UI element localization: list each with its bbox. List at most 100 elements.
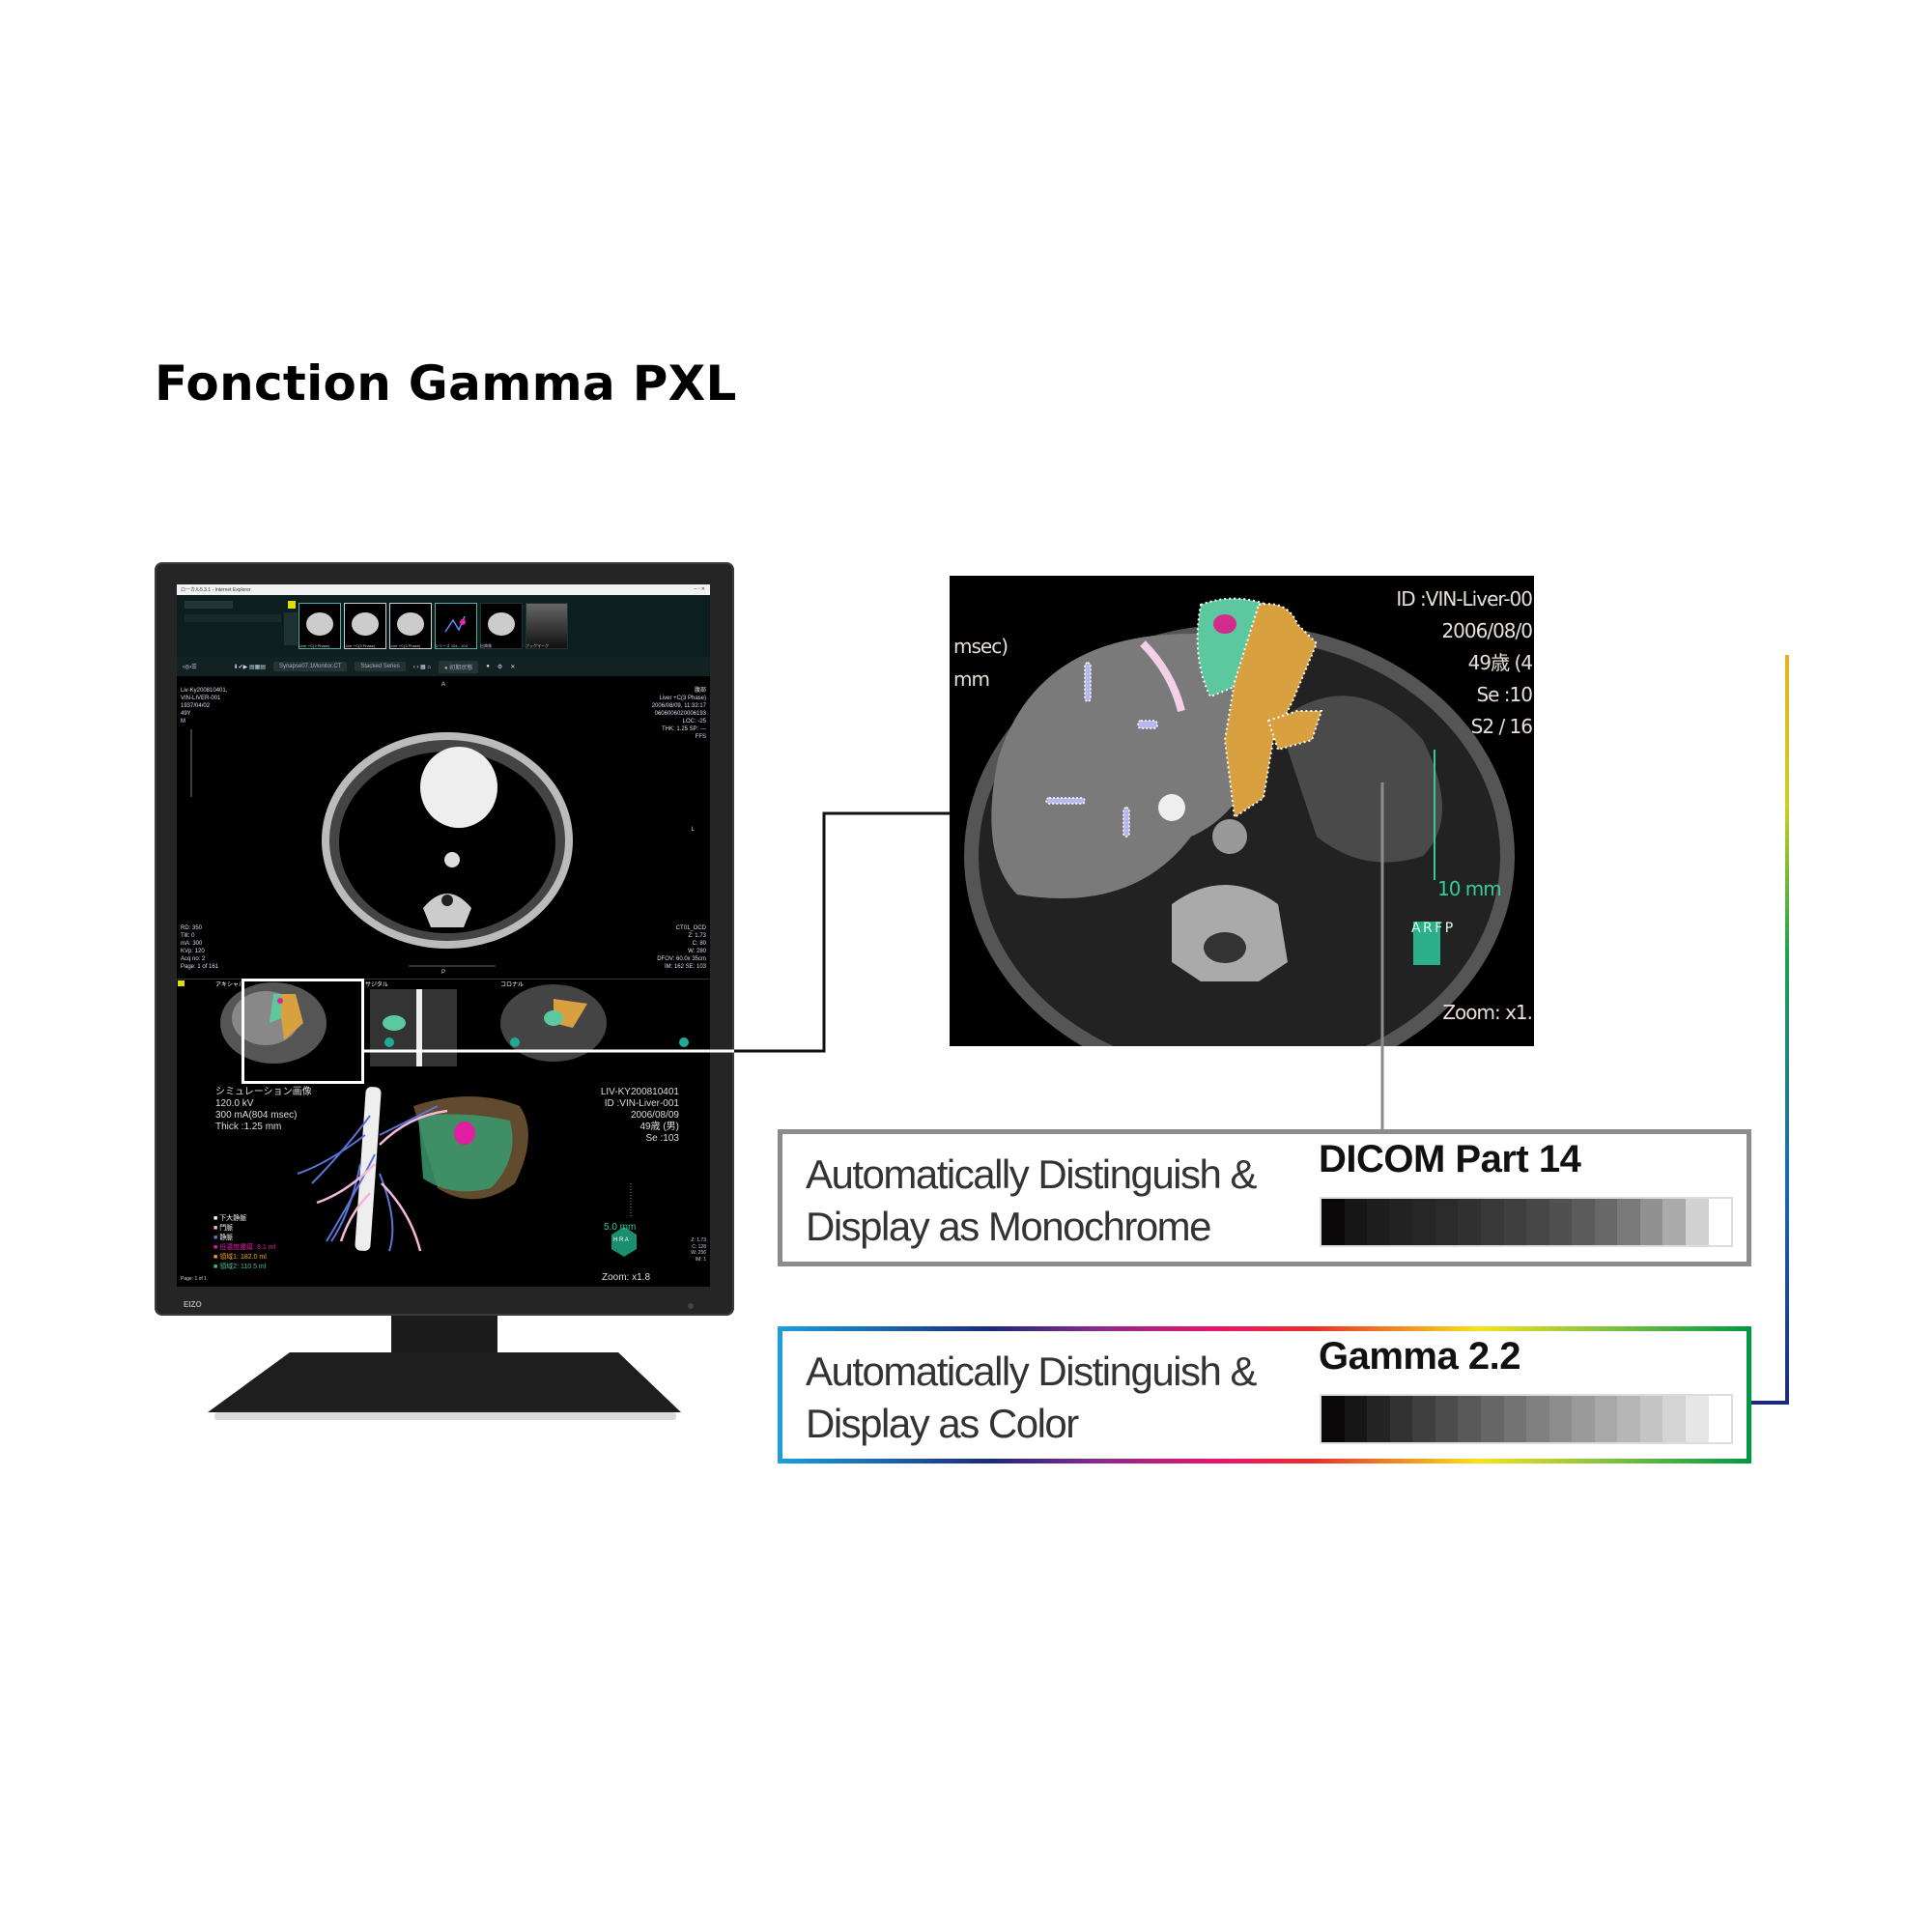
ramp-step [1639, 1396, 1663, 1442]
legend-item: ■ 低濃度腫瘍: 8.1 ml [213, 1243, 275, 1253]
legend-item: ■ 門脈 [213, 1224, 275, 1234]
main-ct-image [190, 729, 573, 967]
viewport-label-sagittal[interactable]: サジタル [365, 982, 388, 988]
thumbnail-label: Liver +C(3 Phase) [298, 643, 330, 648]
ramp-step [1662, 1199, 1686, 1245]
ramp-step [1389, 1199, 1413, 1245]
ramp-step [1435, 1396, 1459, 1442]
mpr-images [220, 982, 689, 1066]
ramp-step [1503, 1396, 1527, 1442]
ramp-step [1344, 1396, 1368, 1442]
legend-label: 低濃度腫瘍: 8.1 ml [219, 1244, 276, 1251]
color-info-box: Automatically Distinguish & Display as C… [778, 1326, 1751, 1463]
ramp-step [1572, 1396, 1595, 1442]
orientation-bottom: P [441, 970, 446, 976]
filter-row[interactable] [185, 614, 281, 622]
brand-logo: EIZO [184, 1300, 202, 1309]
ramp-step [1503, 1199, 1527, 1245]
ramp-step [1594, 1199, 1618, 1245]
scale-label: 5.0 mm [604, 1222, 637, 1233]
ramp-step [1686, 1396, 1709, 1442]
filter-select[interactable] [185, 601, 233, 609]
zoomed-scale-label: 10 mm [1437, 877, 1502, 900]
ramp-step [1708, 1199, 1732, 1245]
viewport-label-axial[interactable]: アキシャル [215, 982, 245, 988]
legend-item: ■ 領域1: 182.0 ml [213, 1253, 275, 1263]
legend-swatch: ■ [213, 1254, 220, 1261]
zoomed-orientation-cube: A R F P [1411, 921, 1453, 936]
thumbnail-label: ブックマーク [526, 643, 549, 648]
legend-item: ■ 下大静脈 [213, 1214, 275, 1224]
legend-item: ■ 静脈 [213, 1234, 275, 1243]
ramp-step [1367, 1396, 1390, 1442]
ramp-step [1617, 1396, 1640, 1442]
viewer-toolbar: ‹◎›☰ ⬇✔▶ ▤▦▤ Synapse07.1Monitor.CT Stack… [177, 657, 710, 676]
zoomed-ct-left-info: msec)mm [953, 635, 1009, 691]
ramp-step [1389, 1396, 1413, 1442]
layout-select[interactable]: Synapse07.1Monitor.CT [272, 662, 348, 671]
legend-item: ■ 領域2: 110.5 ml [213, 1263, 275, 1272]
thumbnail-images [306, 612, 515, 636]
grayscale-ramp-gamma [1320, 1394, 1733, 1444]
gear-icon[interactable]: ⚙ [497, 664, 503, 670]
box-line-2: Display as Monochrome [806, 1204, 1212, 1249]
ramp-step [1548, 1199, 1573, 1245]
ramp-step [1412, 1396, 1435, 1442]
page-title: Fonction Gamma PXL [155, 355, 737, 412]
ramp-step [1321, 1396, 1345, 1442]
ramp-step [1344, 1199, 1368, 1245]
legend-swatch: ■ [213, 1235, 220, 1241]
legend-label: 静脈 [219, 1235, 234, 1241]
box-line-1: Automatically Distinguish & [806, 1349, 1258, 1394]
ramp-step [1686, 1199, 1709, 1245]
ramp-step [1367, 1199, 1390, 1245]
box-line-2: Display as Color [806, 1401, 1079, 1446]
viewport-label-coronal[interactable]: コロナル [500, 982, 525, 988]
close-icon[interactable]: ✕ [510, 664, 516, 670]
legend-swatch: ■ [213, 1244, 220, 1251]
window-title-bar: ローカル5.3.1 - Internet Explorer– ▫ ✕ [177, 584, 710, 595]
cube-labels[interactable]: H R A [613, 1237, 629, 1243]
ramp-step [1480, 1199, 1504, 1245]
comment-icon[interactable]: ● [486, 664, 490, 669]
nav-icon[interactable]: ‹◎›☰ [183, 664, 197, 670]
series-select[interactable]: Stacked Series [355, 662, 406, 671]
ramp-step [1617, 1199, 1640, 1245]
preset-select[interactable]: ● 初期状態 [439, 660, 479, 673]
study-tab[interactable] [284, 612, 298, 645]
tool-icons[interactable]: ⬇✔▶ ▤▦▤ [233, 664, 266, 670]
thumbnail[interactable] [526, 603, 568, 649]
legend-label: 門脈 [219, 1225, 234, 1232]
zoomed-zoom-label: Zoom: x1. [1442, 1001, 1533, 1024]
structure-legend: ■ 下大静脈■ 門脈■ 静脈■ 低濃度腫瘍: 8.1 ml■ 領域1: 182.… [213, 1214, 275, 1272]
ramp-step [1412, 1199, 1435, 1245]
legend-label: 領域1: 182.0 ml [219, 1254, 267, 1261]
thumbnail-strip: Liver +C(3 Phase) Liver +C(3 Phase) Live… [177, 595, 710, 657]
ramp-step [1526, 1199, 1549, 1245]
legend-label: 領域2: 110.5 ml [219, 1264, 267, 1270]
orientation-right: L [691, 827, 695, 833]
monitor-stand-neck [391, 1316, 497, 1354]
grid-icon[interactable]: ‹ › ▦ ⌂ [412, 664, 431, 670]
grayscale-ramp-dicom [1320, 1197, 1733, 1247]
legend-label: 下大静脈 [219, 1215, 247, 1222]
box-line-1: Automatically Distinguish & [806, 1151, 1258, 1197]
ramp-step [1321, 1199, 1345, 1245]
legend-swatch: ■ [213, 1215, 220, 1222]
ramp-step [1548, 1396, 1573, 1442]
thumbnail-label: 出典像 [480, 643, 492, 648]
ramp-step [1572, 1199, 1595, 1245]
monitor-screen: ローカル5.3.1 - Internet Explorer– ▫ ✕ Liver… [177, 584, 710, 1287]
window-controls[interactable]: – ▫ ✕ [694, 586, 705, 592]
thumbnail[interactable] [435, 603, 477, 649]
zoomed-ct-drawing [964, 597, 1515, 1046]
ramp-step [1662, 1396, 1686, 1442]
